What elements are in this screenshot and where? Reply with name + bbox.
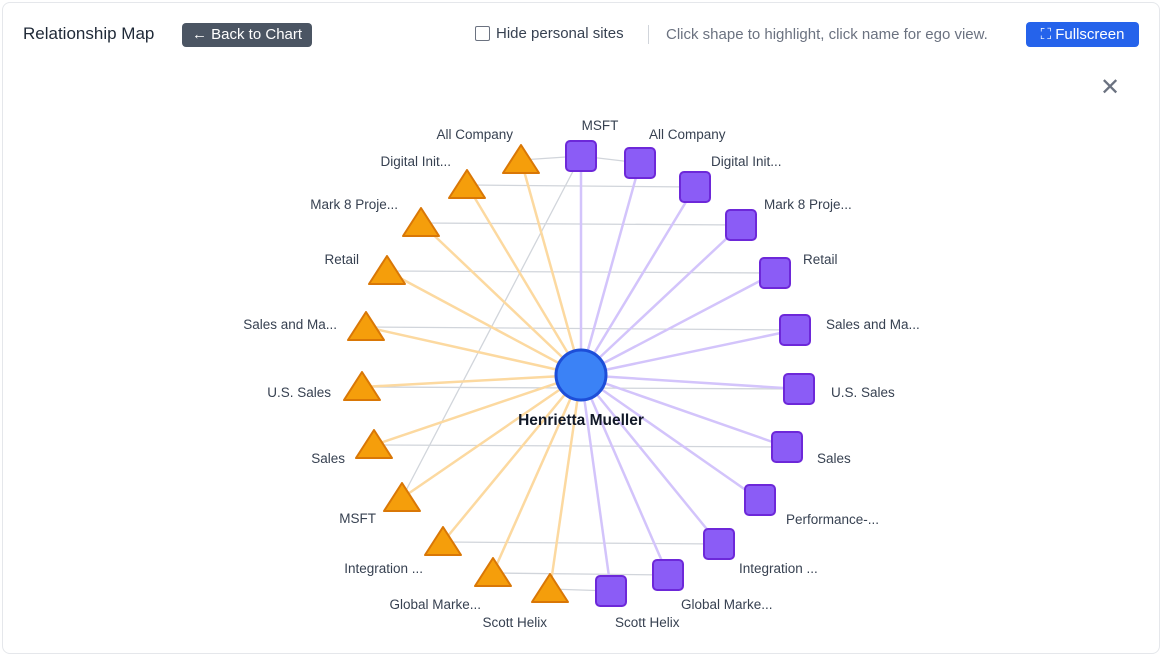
triangle-node-label[interactable]: MSFT	[339, 511, 376, 526]
square-node[interactable]	[679, 171, 711, 203]
hide-personal-sites-toggle[interactable]: Hide personal sites	[475, 25, 624, 42]
triangle-node-label[interactable]: Sales and Ma...	[243, 317, 337, 332]
triangle-node[interactable]	[502, 144, 540, 174]
center-edge	[442, 374, 582, 543]
hint-text: Click shape to highlight, click name for…	[666, 26, 988, 43]
center-edge	[386, 269, 582, 377]
link-edge	[373, 444, 788, 448]
square-node[interactable]	[725, 209, 757, 241]
center-edge	[580, 374, 720, 545]
triangle-node-label[interactable]: Sales	[311, 451, 345, 466]
square-node-label[interactable]: Sales	[817, 451, 851, 466]
center-edge	[401, 373, 582, 500]
center-edge	[519, 159, 583, 376]
square-node[interactable]	[744, 484, 776, 516]
center-edge	[579, 374, 670, 576]
center-edge	[580, 373, 800, 391]
center-edge	[580, 224, 742, 376]
triangle-node[interactable]	[343, 371, 381, 401]
square-node-label[interactable]: Integration ...	[739, 561, 818, 576]
center-edge	[548, 374, 583, 590]
triangle-node[interactable]	[347, 311, 385, 341]
triangle-node-label[interactable]: Mark 8 Proje...	[310, 197, 398, 212]
triangle-node-label[interactable]: All Company	[436, 127, 513, 142]
hide-personal-sites-label: Hide personal sites	[496, 25, 624, 42]
center-node-label[interactable]: Henrietta Mueller	[518, 412, 644, 429]
square-node[interactable]	[759, 257, 791, 289]
triangle-node[interactable]	[383, 482, 421, 512]
square-node-label[interactable]: Scott Helix	[615, 615, 680, 630]
triangle-node[interactable]	[424, 526, 462, 556]
center-edge	[373, 373, 582, 447]
center-edge	[580, 271, 776, 377]
center-edge	[361, 373, 582, 389]
square-node-label[interactable]: U.S. Sales	[831, 385, 895, 400]
center-edge	[365, 325, 582, 377]
square-node[interactable]	[595, 575, 627, 607]
center-edge	[580, 328, 796, 377]
triangle-node[interactable]	[368, 255, 406, 285]
square-node-label[interactable]: MSFT	[582, 118, 619, 133]
triangle-node[interactable]	[448, 169, 486, 199]
square-node-label[interactable]: Mark 8 Proje...	[764, 197, 852, 212]
triangle-node[interactable]	[402, 207, 440, 237]
fullscreen-button[interactable]: ⛶ Fullscreen	[1026, 22, 1139, 47]
link-edge	[492, 572, 669, 576]
center-edge	[465, 184, 583, 376]
square-node-label[interactable]: All Company	[649, 127, 726, 142]
page-title: Relationship Map	[23, 24, 155, 43]
square-node-label[interactable]: Retail	[803, 252, 838, 267]
center-edge	[420, 222, 582, 376]
triangle-node[interactable]	[355, 429, 393, 459]
triangle-node-label[interactable]: U.S. Sales	[267, 385, 331, 400]
center-edge	[491, 374, 583, 574]
square-node-label[interactable]: Sales and Ma...	[826, 317, 920, 332]
square-node[interactable]	[783, 373, 815, 405]
square-node[interactable]	[703, 528, 735, 560]
center-edge	[579, 162, 642, 376]
triangle-node[interactable]	[474, 557, 512, 587]
square-node-label[interactable]: Global Marke...	[681, 597, 773, 612]
triangle-node-label[interactable]: Digital Init...	[380, 154, 451, 169]
square-node[interactable]	[652, 559, 684, 591]
link-edge	[442, 541, 720, 545]
center-edge	[580, 373, 761, 502]
square-node[interactable]	[779, 314, 811, 346]
divider	[648, 25, 649, 44]
triangle-node-label[interactable]: Scott Helix	[482, 615, 547, 630]
center-edge	[580, 373, 788, 449]
hide-personal-sites-checkbox[interactable]	[475, 26, 490, 41]
center-edge	[579, 374, 613, 592]
center-node[interactable]	[554, 348, 608, 402]
triangle-node-label[interactable]: Global Marke...	[389, 597, 481, 612]
square-node[interactable]	[771, 431, 803, 463]
square-node-label[interactable]: Performance-...	[786, 512, 879, 527]
back-to-chart-button[interactable]: ← Back to Chart	[182, 23, 313, 47]
close-icon[interactable]: ✕	[1100, 74, 1121, 101]
triangle-node-label[interactable]: Integration ...	[344, 561, 423, 576]
triangle-node[interactable]	[531, 573, 569, 603]
square-node-label[interactable]: Digital Init...	[711, 154, 782, 169]
square-node[interactable]	[565, 140, 597, 172]
center-edge	[579, 186, 697, 376]
triangle-node-label[interactable]: Retail	[324, 252, 359, 267]
square-node[interactable]	[624, 147, 656, 179]
